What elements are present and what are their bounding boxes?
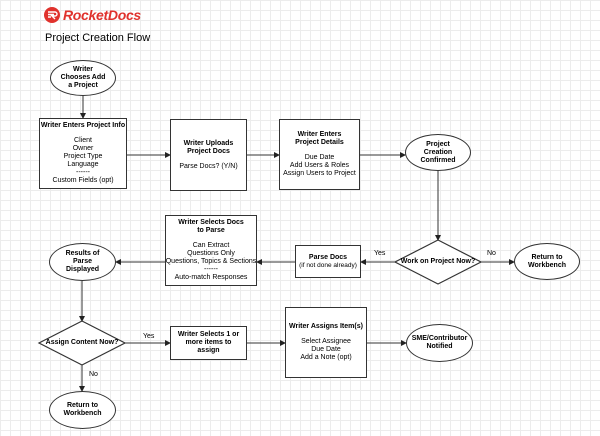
node-project-details: Writer Enters Project Details Due Date A… xyxy=(279,119,360,190)
node-line: Owner xyxy=(72,145,94,152)
node-title: Project Creation Confirmed xyxy=(420,140,456,164)
rocket-logo-icon xyxy=(44,7,60,23)
node-title: Writer Enters Project Info xyxy=(40,122,126,129)
node-title: Writer Uploads Project Docs xyxy=(183,139,234,155)
node-title: Assign Content Now? xyxy=(45,339,119,346)
node-return-workbench-2: Return to Workbench xyxy=(49,391,116,429)
edge-label-no: No xyxy=(89,371,98,378)
node-title: Return to Workbench xyxy=(528,253,566,269)
node-return-workbench-1: Return to Workbench xyxy=(514,243,580,280)
node-results-displayed: Results of Parse Displayed xyxy=(49,243,116,281)
edge-label-no: No xyxy=(487,250,496,257)
node-title: Writer Enters Project Details xyxy=(295,131,344,146)
node-select-docs: Writer Selects Docs to Parse Can Extract… xyxy=(165,215,257,286)
node-line: Due Date xyxy=(304,154,335,161)
node-line: Client xyxy=(74,137,92,144)
node-title: Writer Selects Docs to Parse xyxy=(178,219,244,234)
node-line: Questions, Topics & Sections xyxy=(165,258,257,265)
node-select-items: Writer Selects 1 or more items to assign xyxy=(170,326,247,360)
node-upload-docs: Writer Uploads Project Docs Parse Docs? … xyxy=(170,119,247,191)
node-line: ------ xyxy=(76,169,90,176)
node-title: Work on Project Now? xyxy=(400,258,476,265)
node-assigns-items: Writer Assigns Item(s) Select Assignee D… xyxy=(285,307,367,378)
node-line: Add Users & Roles xyxy=(289,162,350,169)
node-creation-confirmed: Project Creation Confirmed xyxy=(405,134,471,171)
node-work-now-label: Work on Project Now? xyxy=(395,240,481,284)
node-title: Writer Assigns Item(s) xyxy=(289,323,363,330)
node-line: Auto-match Responses xyxy=(174,274,248,281)
node-project-info: Writer Enters Project Info Client Owner … xyxy=(39,118,127,189)
node-line: Can Extract xyxy=(192,242,230,249)
node-title: Parse Docs xyxy=(308,253,348,261)
node-sub: (if not done already) xyxy=(299,261,357,269)
decision-work-now xyxy=(393,239,483,285)
node-writer-chooses: Writer Chooses Add a Project xyxy=(50,60,116,96)
node-line: ------ xyxy=(204,266,218,273)
node-sme-notified: SME/Contributor Notified xyxy=(406,324,473,362)
node-line: Select Assignee xyxy=(301,338,351,345)
node-line: Assign Users to Project xyxy=(283,170,356,177)
node-line: Project Type xyxy=(63,153,103,160)
decision-assign-now xyxy=(37,320,127,366)
brand-name: RocketDocs xyxy=(63,7,141,23)
node-line: Custom Fields (opt) xyxy=(52,177,114,184)
node-parse-docs: Parse Docs (if not done already) xyxy=(295,245,361,278)
node-line: Parse Docs? (Y/N) xyxy=(179,162,238,170)
edge-label-yes: Yes xyxy=(143,333,155,340)
page-title: Project Creation Flow xyxy=(45,32,151,44)
rocketdocs-logo: RocketDocs xyxy=(44,7,141,23)
edge-label-yes: Yes xyxy=(374,250,386,257)
node-title: Writer Chooses Add a Project xyxy=(60,66,106,89)
node-line: Language xyxy=(67,161,99,168)
node-assign-now-label: Assign Content Now? xyxy=(39,321,125,365)
node-title: SME/Contributor Notified xyxy=(411,335,468,350)
node-line: Due Date xyxy=(311,346,341,353)
node-line: Questions Only xyxy=(187,250,235,257)
node-title: Results of Parse Displayed xyxy=(65,250,100,273)
node-title: Return to Workbench xyxy=(63,402,102,417)
node-line: Add a Note (opt) xyxy=(300,354,352,361)
node-title: Writer Selects 1 or more items to assign xyxy=(177,331,240,354)
